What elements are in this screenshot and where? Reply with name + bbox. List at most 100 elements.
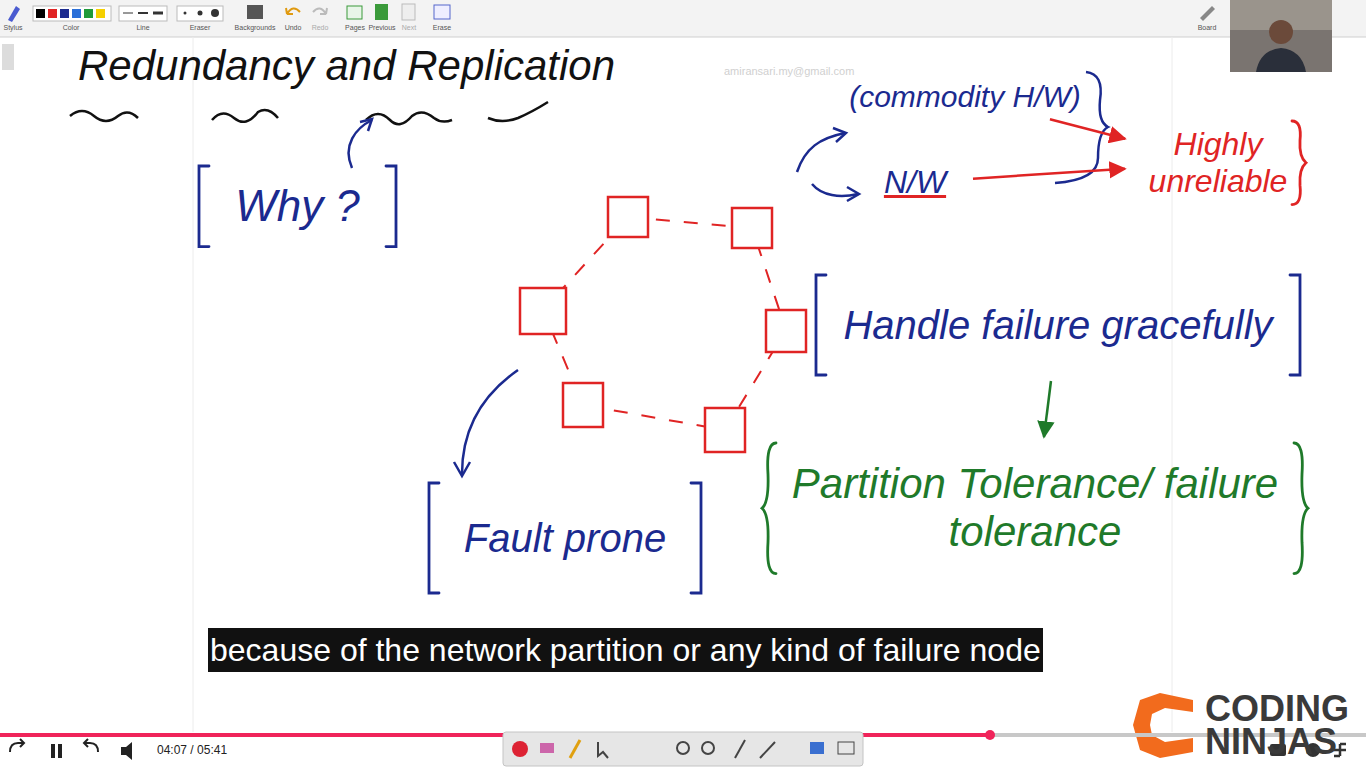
tool-icon (702, 742, 714, 754)
node-text: Why ? (217, 181, 378, 232)
node-text: Partition Tolerance/ failure tolerance (788, 460, 1282, 557)
next-icon (402, 4, 415, 20)
toolbar-label: Line (136, 24, 149, 32)
board-title: Redundancy and Replication (78, 42, 615, 90)
arrow-head (833, 128, 846, 142)
pointer-arrow (462, 370, 518, 474)
backgrounds-icon (247, 5, 263, 19)
video-caption: because of the network partition or any … (208, 628, 1043, 672)
line-sample (123, 13, 133, 14)
server-node (732, 208, 772, 248)
toolbar-label: Color (63, 24, 80, 32)
previous-icon (375, 4, 388, 20)
toolbar-label: Board (1198, 24, 1217, 32)
side-tab (2, 44, 14, 70)
toolbar-label: Redo (312, 24, 329, 32)
watermark: amiransari.my@gmail.com (724, 65, 854, 77)
board-icon (1200, 6, 1215, 21)
color-swatch (60, 9, 69, 18)
toolbar-label: Eraser (190, 24, 211, 32)
eraser-selector (177, 6, 223, 21)
bracket-stroke (386, 166, 396, 247)
tool-icon (512, 741, 528, 757)
logo-mark (1133, 693, 1193, 758)
pause-icon (58, 744, 62, 758)
tool-icon (598, 742, 608, 758)
toolbar-border (0, 37, 1366, 38)
tolerance-box: Partition Tolerance/ failure tolerance (760, 440, 1310, 577)
color-swatch (48, 9, 57, 18)
line-selector (119, 6, 167, 21)
bracket-stroke (1292, 121, 1306, 205)
bracket-stroke (429, 483, 439, 593)
eraser-dot (198, 11, 203, 16)
color-swatch (96, 9, 105, 18)
toolbar-label: Previous (368, 24, 395, 32)
board-margin (1172, 37, 1173, 732)
rewind-icon (10, 739, 24, 752)
eraser-dot (211, 9, 219, 17)
node-text: N/W (866, 164, 964, 201)
toolbar-label: Pages (345, 24, 365, 32)
toolbar-bar (0, 0, 1366, 37)
toolbar-label: Erase (433, 24, 451, 32)
toolbar-label: Stylus (3, 24, 22, 32)
title-underline (212, 110, 278, 122)
volume-icon (121, 742, 132, 760)
stylus-icon (8, 6, 20, 22)
undo-icon (286, 8, 300, 14)
bracket-stroke (199, 166, 209, 247)
progress-knob (985, 730, 995, 740)
bracket-stroke (1290, 275, 1300, 375)
logo-text: NINJAS (1205, 722, 1337, 762)
flow-arrow (1044, 381, 1051, 437)
server-node (520, 288, 566, 334)
line-sample (153, 12, 163, 15)
tool-icon (760, 742, 775, 758)
forward-icon (84, 739, 98, 752)
tool-icon (570, 740, 580, 758)
toolbar-label: Backgrounds (235, 24, 276, 32)
webcam-person (1269, 20, 1293, 44)
pause-icon (51, 744, 55, 758)
reliability-note: Highly unreliable (1128, 118, 1308, 208)
color-swatch (84, 9, 93, 18)
bracket-stroke (816, 275, 826, 375)
toolbar-label: Next (402, 24, 416, 32)
server-node (608, 197, 648, 237)
hardware-item: (commodity H/W) (835, 76, 1095, 119)
node-text: Fault prone (451, 515, 679, 561)
tool-icon (810, 742, 824, 754)
tool-icon (540, 743, 554, 753)
color-swatch (36, 9, 45, 18)
arrow-head (847, 187, 859, 201)
node-text: Handle failure gracefully (834, 302, 1282, 348)
title-underline (488, 102, 548, 121)
title-underline (70, 111, 138, 121)
color-palette (33, 6, 111, 21)
board-margin (193, 37, 194, 732)
tool-icon (838, 742, 854, 754)
redo-icon (313, 8, 327, 14)
server-node (705, 408, 745, 452)
server-node (563, 383, 603, 427)
bracket-stroke (1294, 443, 1308, 574)
server-node (766, 310, 806, 352)
flow-arrow (973, 169, 1125, 179)
node-text: (commodity H/W) (841, 80, 1089, 115)
node-text: Highly unreliable (1136, 126, 1300, 200)
fault-box: Fault prone (425, 480, 705, 596)
question-box: Why ? (195, 163, 400, 250)
tool-icon (677, 742, 689, 754)
video-time: 04:07 / 05:41 (157, 744, 227, 757)
webcam-frame (1230, 0, 1332, 72)
color-swatch (72, 9, 81, 18)
webcam-person (1256, 48, 1306, 72)
arrow-head (454, 462, 470, 476)
drawing-toolbar (503, 732, 863, 766)
flow-arrow (1050, 119, 1125, 138)
tool-icon (735, 740, 745, 758)
bracket-stroke (762, 443, 776, 574)
bracket-stroke (691, 483, 701, 593)
